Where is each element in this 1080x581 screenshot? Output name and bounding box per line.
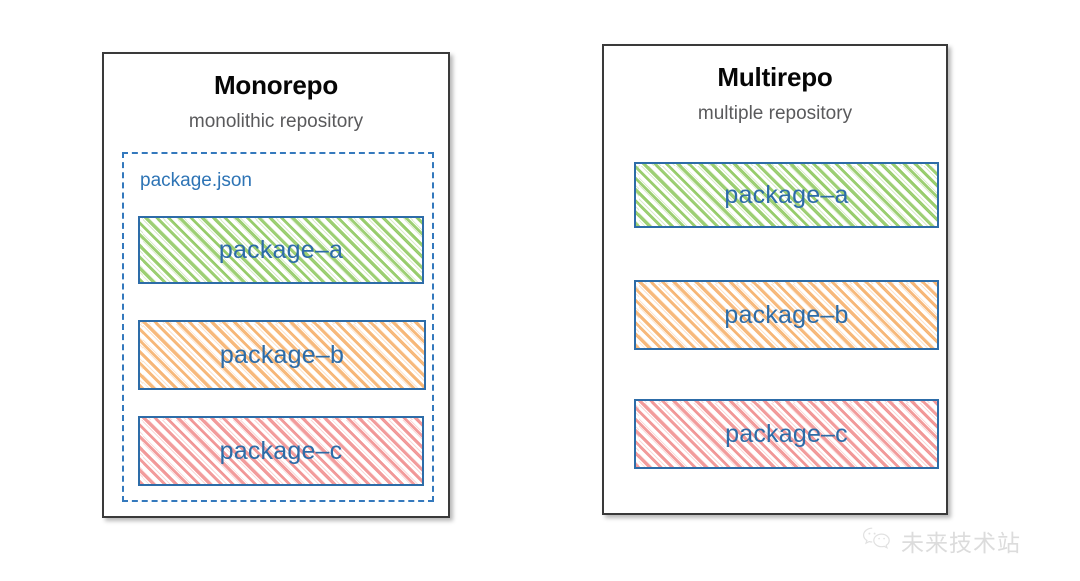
monorepo-package-group: package.json package–a package–b package… <box>122 152 434 502</box>
multirepo-package-box-b-label: package–b <box>724 300 849 329</box>
multirepo-panel: Multirepo multiple repository package–a … <box>602 44 948 515</box>
multirepo-package-box-c-label: package–c <box>725 419 848 448</box>
package-box-b-label: package–b <box>219 340 345 369</box>
monorepo-panel: Monorepo monolithic repository package.j… <box>102 52 450 518</box>
multirepo-title: Multirepo <box>717 62 833 92</box>
wechat-icon <box>862 526 892 556</box>
multirepo-package-box-c[interactable]: package–c <box>634 399 939 469</box>
multirepo-package-box-a-label: package–a <box>724 180 849 209</box>
watermark: 未来技术站 <box>862 524 1021 558</box>
package-box-c[interactable]: package–c <box>138 416 424 486</box>
package-box-c-label: package–c <box>219 436 343 465</box>
package-box-a[interactable]: package–a <box>138 216 424 284</box>
package-json-label: package.json <box>140 170 252 191</box>
package-box-a-label: package–a <box>218 235 344 264</box>
multirepo-package-box-a[interactable]: package–a <box>634 162 939 228</box>
watermark-text: 未来技术站 <box>901 531 1021 557</box>
multirepo-package-box-b[interactable]: package–b <box>634 280 939 350</box>
multirepo-subtitle: multiple repository <box>697 103 853 124</box>
monorepo-subtitle: monolithic repository <box>188 111 364 132</box>
package-box-b[interactable]: package–b <box>138 320 426 390</box>
monorepo-title: Monorepo <box>213 70 339 100</box>
